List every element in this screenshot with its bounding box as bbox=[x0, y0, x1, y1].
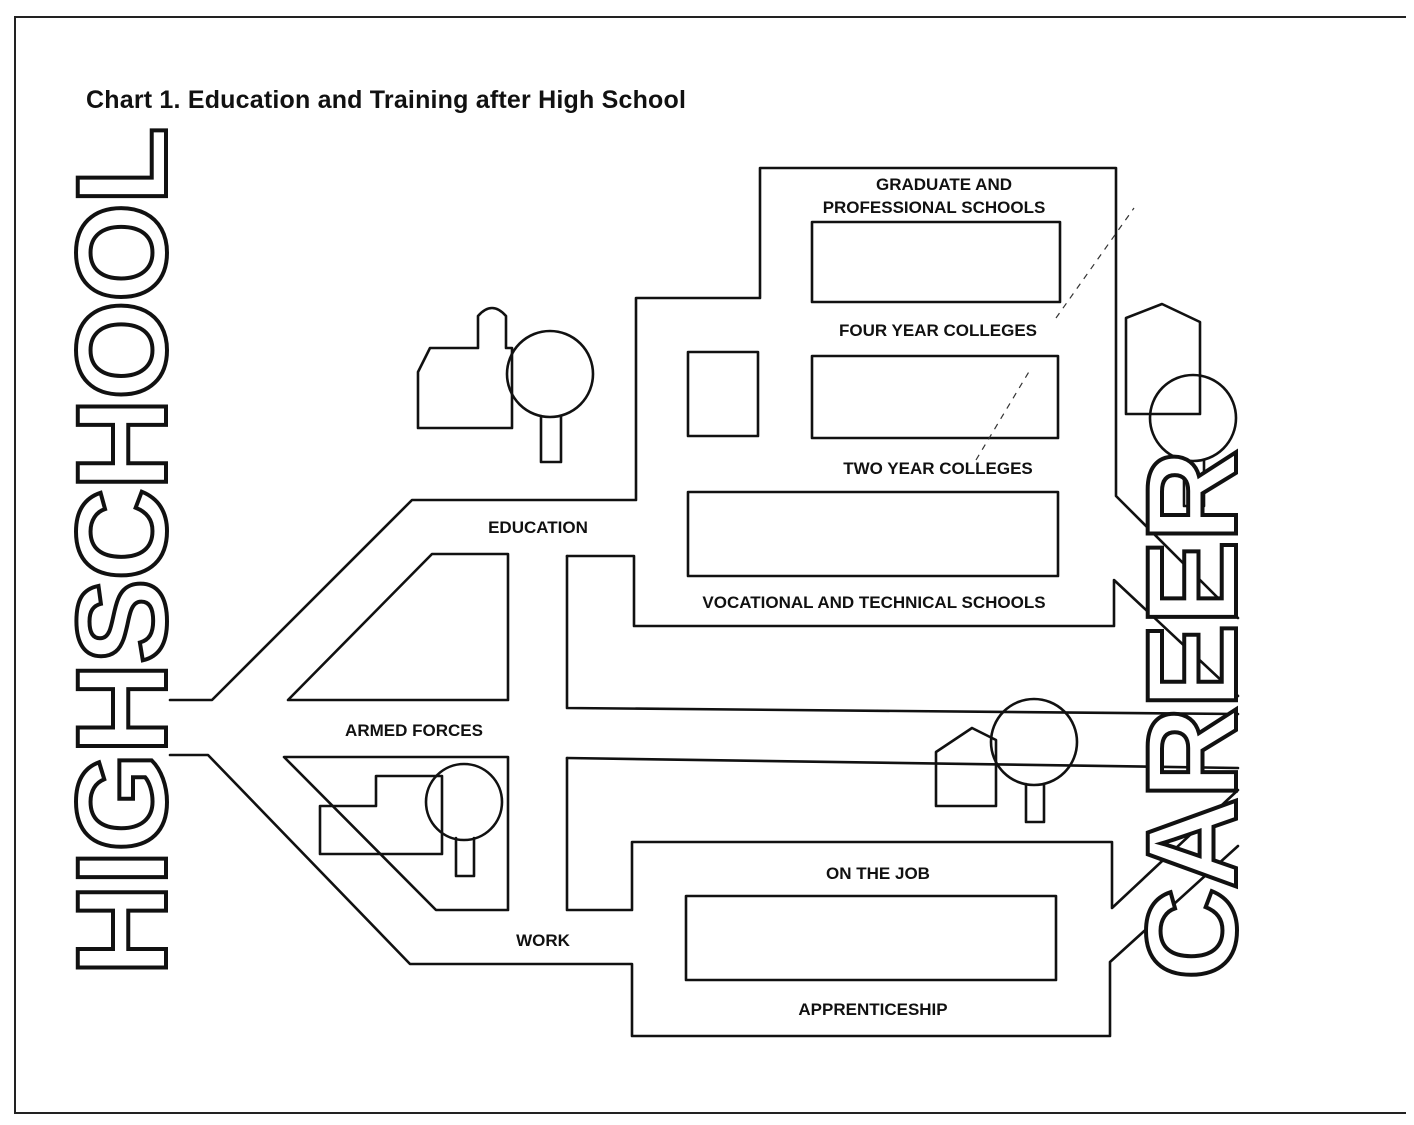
small-building-box bbox=[686, 350, 760, 438]
tree-icon-middle bbox=[989, 697, 1079, 787]
dashed-line bbox=[975, 369, 1031, 461]
label-armed-forces: ARMED FORCES bbox=[345, 721, 483, 740]
four-year-box bbox=[810, 354, 1060, 440]
label-work: WORK bbox=[516, 931, 571, 950]
dashed-line bbox=[1055, 207, 1135, 319]
chart-title: Chart 1. Education and Training after Hi… bbox=[86, 86, 687, 114]
vocational-box bbox=[686, 490, 1060, 578]
tree-icon bbox=[505, 329, 595, 419]
tree-trunk-icon-right bbox=[1182, 458, 1206, 508]
building-icon-lower bbox=[318, 774, 444, 856]
tree-icon-right bbox=[1148, 373, 1238, 463]
tree-trunk-icon bbox=[539, 414, 563, 464]
island-lower bbox=[282, 755, 510, 912]
frame-border bbox=[14, 16, 1406, 1114]
tree-trunk-icon-lower bbox=[454, 836, 476, 878]
house-icon bbox=[416, 306, 514, 430]
island-upper bbox=[286, 552, 510, 702]
road-middle-lower-h bbox=[565, 756, 1240, 770]
tree-icon-lower bbox=[424, 762, 504, 842]
decorations bbox=[318, 207, 1238, 878]
graduate-box bbox=[810, 220, 1062, 304]
apprenticeship-box bbox=[684, 894, 1058, 982]
career-word: CAREER bbox=[1121, 452, 1264, 981]
road-middle-upper bbox=[565, 554, 1240, 716]
label-on-the-job: ON THE JOB bbox=[826, 864, 930, 883]
label-four-year: FOUR YEAR COLLEGES bbox=[839, 321, 1037, 340]
house-icon-middle bbox=[934, 726, 998, 808]
highschool-word: HIGHSCHOOL bbox=[51, 128, 194, 976]
road-network bbox=[168, 166, 1240, 1038]
road-middle-lower bbox=[565, 756, 1240, 912]
label-education: EDUCATION bbox=[488, 518, 588, 537]
tree-trunk-icon-middle bbox=[1024, 782, 1046, 824]
road-work-outer bbox=[168, 753, 1240, 1038]
buildings bbox=[684, 220, 1062, 982]
label-vocational: VOCATIONAL AND TECHNICAL SCHOOLS bbox=[702, 593, 1045, 612]
label-apprenticeship: APPRENTICESHIP bbox=[798, 1000, 947, 1019]
road-education-inner bbox=[565, 554, 1240, 698]
label-two-year: TWO YEAR COLLEGES bbox=[843, 459, 1033, 478]
label-graduate-2: PROFESSIONAL SCHOOLS bbox=[823, 198, 1046, 217]
house-icon-right bbox=[1124, 302, 1202, 416]
label-graduate-1: GRADUATE AND bbox=[876, 175, 1012, 194]
road-education-outer bbox=[168, 166, 1240, 702]
